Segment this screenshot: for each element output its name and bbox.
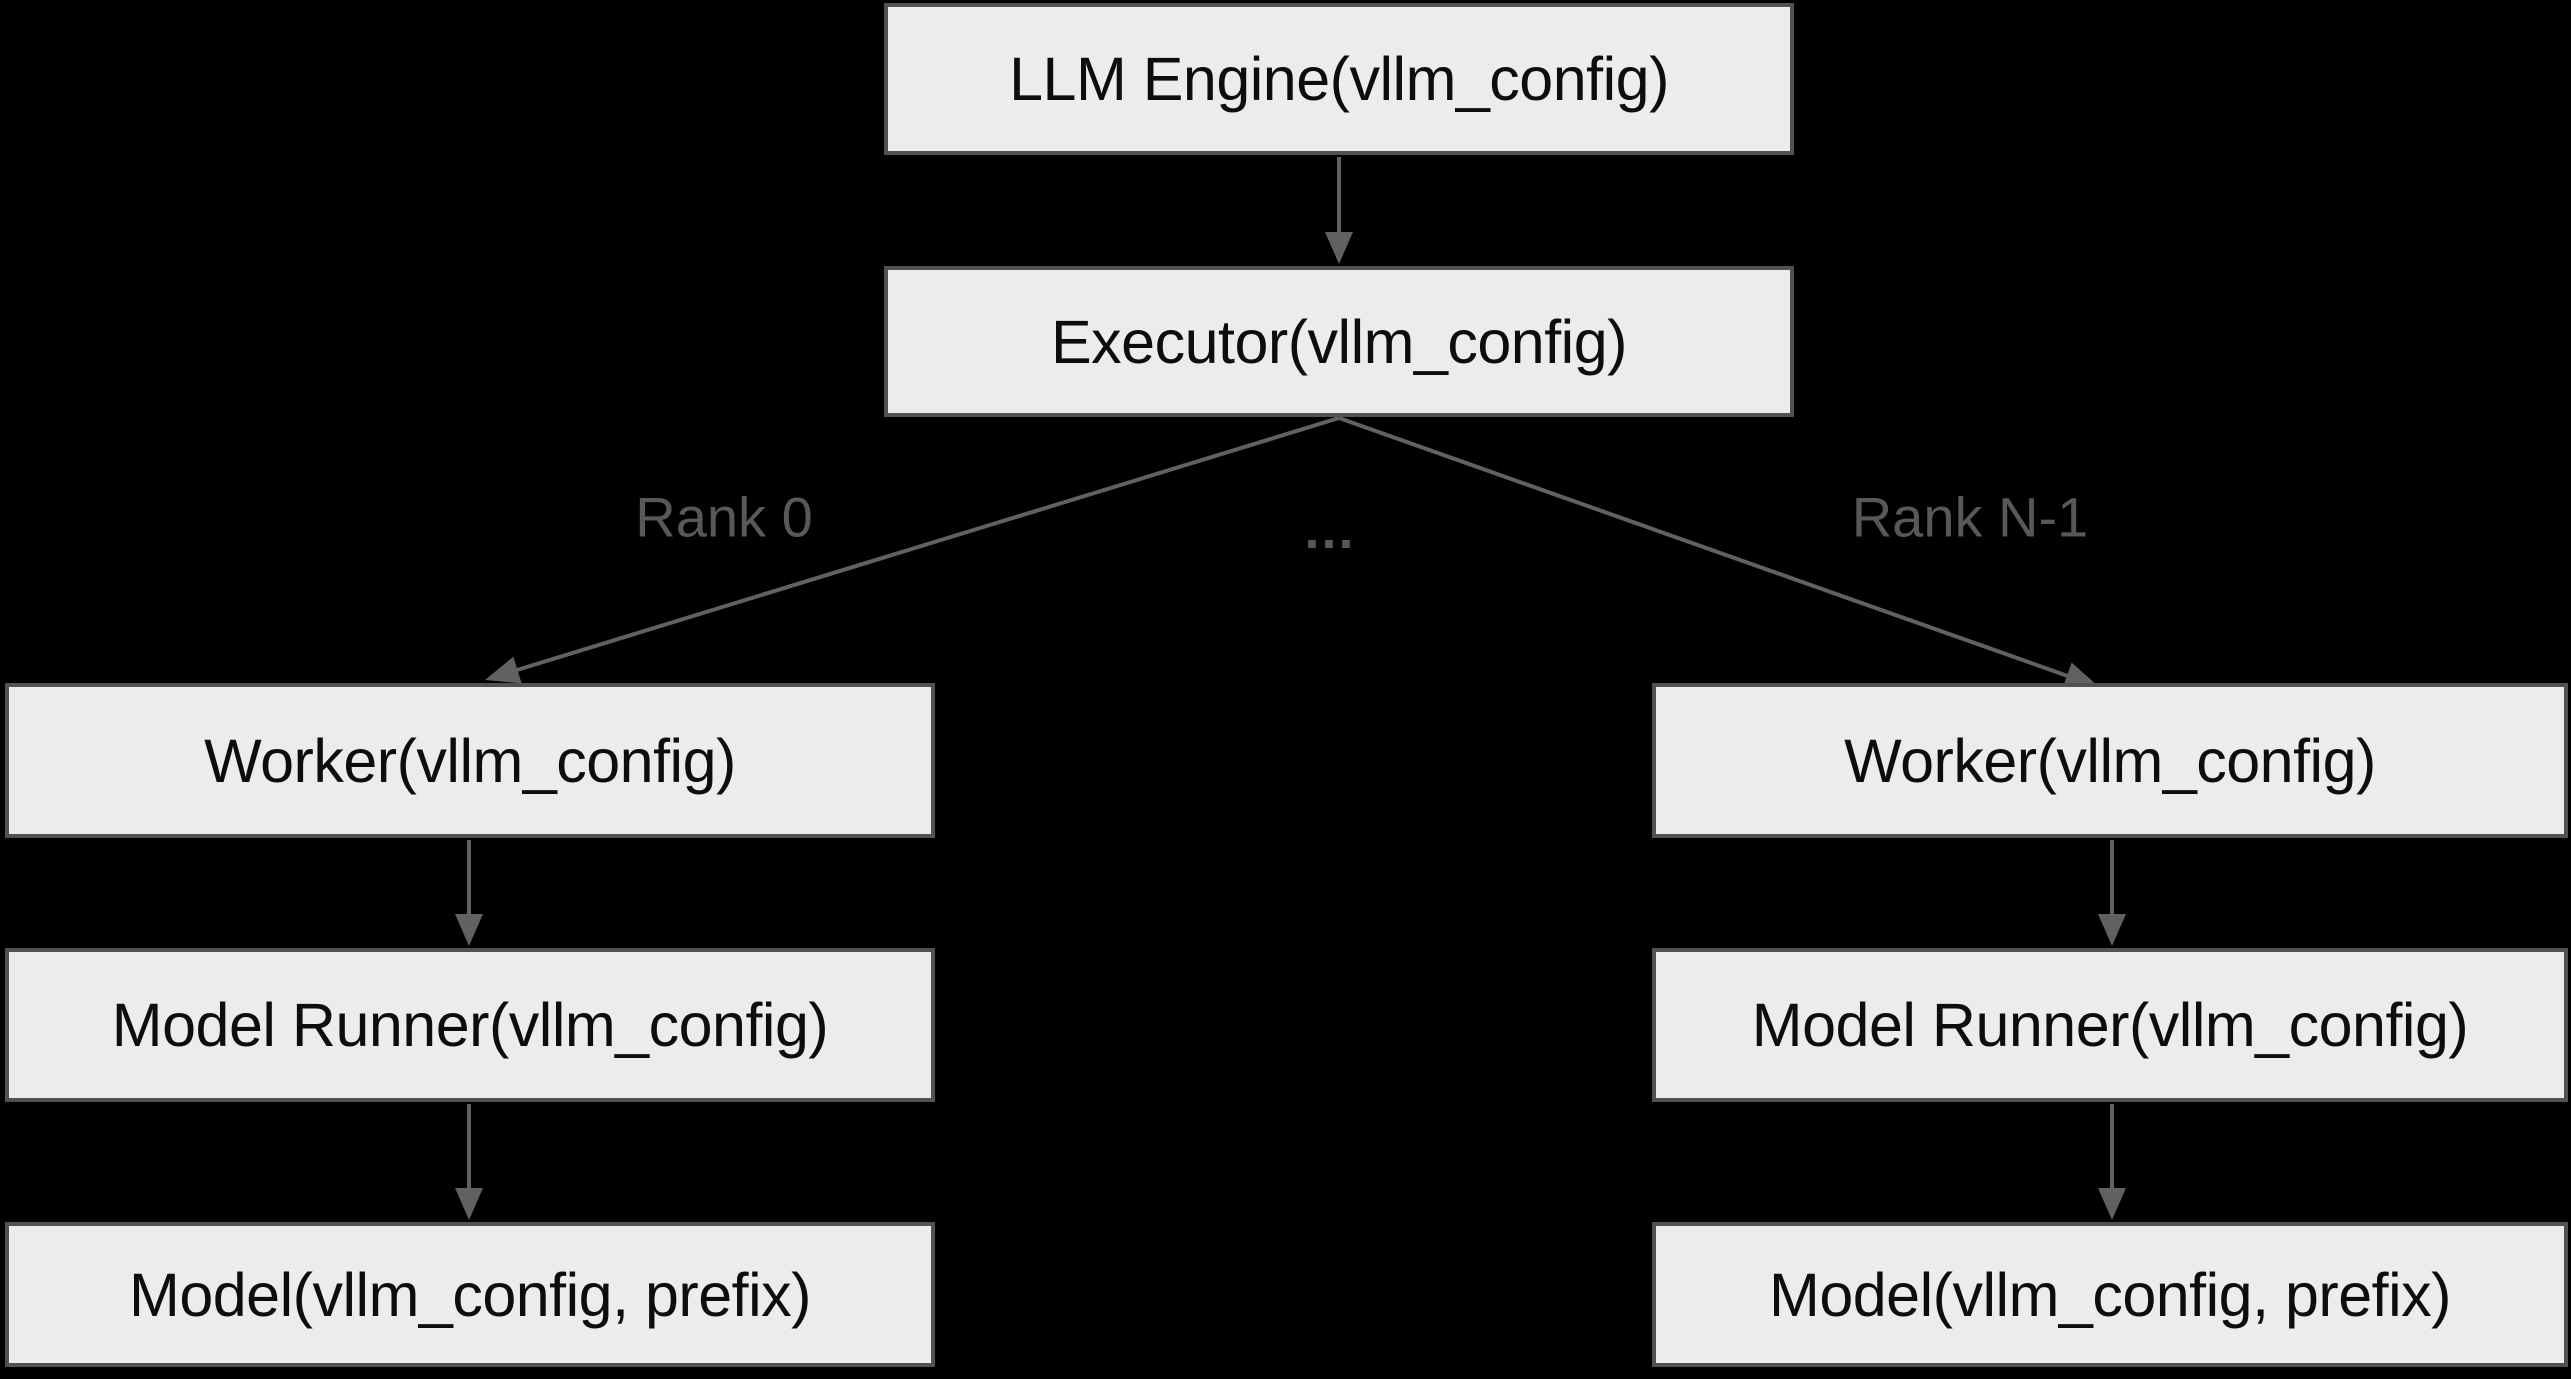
node-model-rankn-label: Model(vllm_config, prefix) [1769,1260,2451,1329]
node-model-runner-rankn: Model Runner(vllm_config) [1652,948,2568,1102]
arrowhead-icon [2062,662,2099,689]
arrow-llm-engine-to-executor [1325,157,1353,264]
node-model-runner-rank0-label: Model Runner(vllm_config) [111,991,829,1059]
node-executor-label: Executor(vllm_config) [1051,307,1627,376]
edge-label-rank-n-1: Rank N-1 [1851,485,2089,549]
arrowhead-icon [2098,1188,2126,1220]
node-llm-engine-label: LLM Engine(vllm_config) [1009,45,1669,113]
node-worker-rankn-label: Worker(vllm_config) [1844,726,2376,795]
node-worker-rank0-label: Worker(vllm_config) [204,726,736,795]
node-worker-rank0: Worker(vllm_config) [5,683,935,838]
node-model-runner-rankn-label: Model Runner(vllm_config) [1751,991,2469,1059]
arrow-worker-to-model-runner-rankn [2098,840,2126,946]
node-worker-rankn: Worker(vllm_config) [1652,683,2568,838]
arrowhead-icon [455,1188,483,1220]
node-executor: Executor(vllm_config) [884,266,1794,417]
arrow-model-runner-to-model-rank0 [455,1104,483,1220]
node-model-runner-rank0: Model Runner(vllm_config) [5,948,935,1102]
edge-label-ellipsis: ... [1304,500,1356,560]
arrow-model-runner-to-model-rankn [2098,1104,2126,1220]
arrowhead-icon [455,914,483,946]
arrow-executor-to-worker-rankn [1338,416,2099,689]
node-model-rank0-label: Model(vllm_config, prefix) [129,1260,811,1329]
node-model-rankn: Model(vllm_config, prefix) [1652,1222,2568,1367]
edge-label-rank-0: Rank 0 [635,485,813,549]
arrow-worker-to-model-runner-rank0 [455,840,483,946]
node-llm-engine: LLM Engine(vllm_config) [884,3,1794,155]
node-model-rank0: Model(vllm_config, prefix) [5,1222,935,1367]
arrow-executor-to-worker-rank0 [485,416,1340,684]
arrowhead-icon [2098,914,2126,946]
arrowhead-icon [485,656,522,684]
arrowhead-icon [1325,232,1353,264]
